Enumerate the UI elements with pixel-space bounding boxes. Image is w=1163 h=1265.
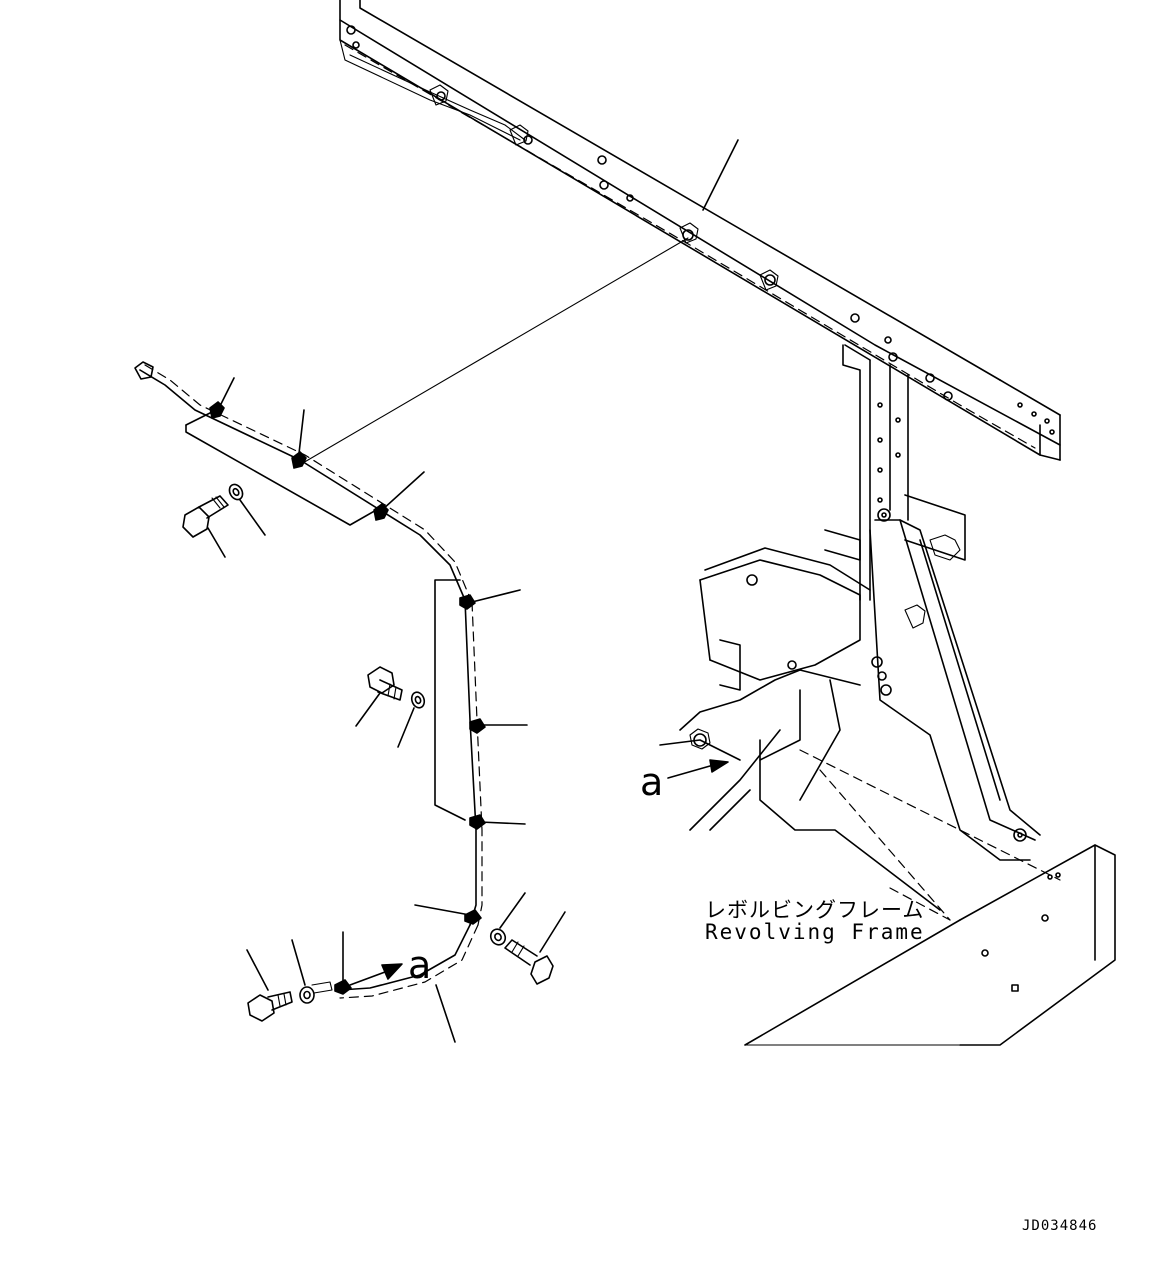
leader-beam bbox=[702, 139, 739, 211]
clamp-leaders bbox=[217, 377, 528, 1043]
revolving-frame-label-jp: レボルビングフレーム bbox=[705, 898, 925, 922]
bolt-1 bbox=[182, 495, 229, 558]
bolt-3 bbox=[504, 911, 566, 985]
harness-clamps bbox=[209, 401, 486, 995]
bracket-outlines bbox=[185, 411, 466, 821]
bolt-4 bbox=[246, 949, 293, 1022]
callout-letter-a-frame: a bbox=[640, 760, 664, 804]
callout-arrow-a2 bbox=[349, 963, 403, 986]
vertical-post bbox=[824, 344, 966, 601]
reference-line bbox=[295, 237, 689, 468]
leader-frame-label bbox=[889, 887, 951, 921]
callout-letter-a-harness: a bbox=[408, 943, 432, 987]
callout-arrow-a1 bbox=[667, 759, 729, 779]
frame-body bbox=[659, 547, 1061, 921]
revolving-frame-label-en: Revolving Frame bbox=[705, 920, 925, 944]
drawing-number: JD034846 bbox=[1022, 1218, 1098, 1234]
washer-4 bbox=[291, 939, 315, 1004]
counterweight bbox=[744, 844, 1116, 1046]
wire-harness bbox=[134, 361, 483, 999]
washer-1 bbox=[228, 483, 266, 536]
diagonal-arm bbox=[869, 508, 1041, 861]
bolt-4-stub bbox=[311, 981, 333, 994]
upper-frame-beam bbox=[339, 0, 1061, 461]
washer-2 bbox=[397, 691, 426, 748]
washer-3 bbox=[489, 892, 526, 946]
bolt-2 bbox=[355, 666, 403, 727]
